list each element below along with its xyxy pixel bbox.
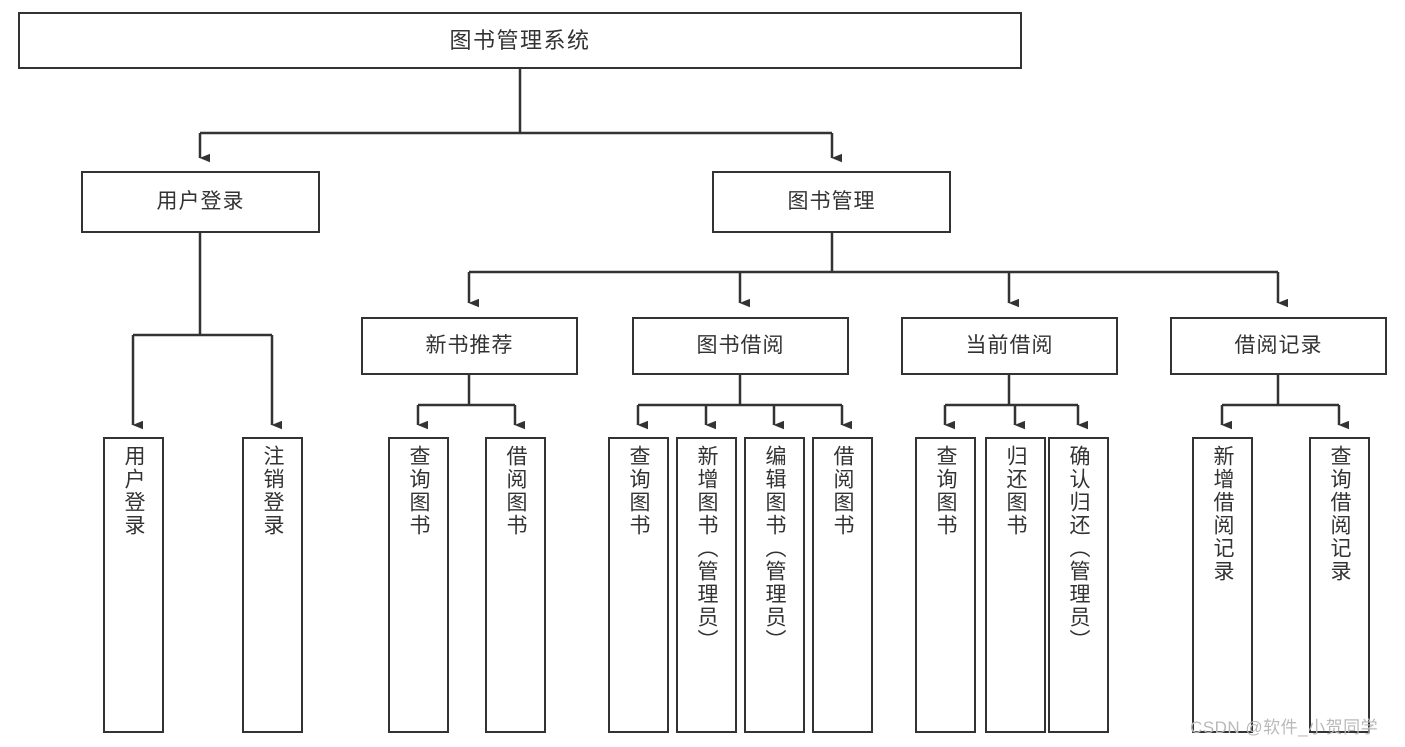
node-leaf-borrow-edit-book-admin[interactable]: 编辑图书（管理员） — [744, 437, 805, 733]
node-label-leaf-record-add: 新增借阅记录 — [1211, 445, 1234, 583]
node-book-borrow[interactable]: 图书借阅 — [632, 317, 849, 375]
node-leaf-borrow-borrow-book[interactable]: 借阅图书 — [812, 437, 873, 733]
node-label-root: 图书管理系统 — [449, 27, 591, 53]
node-label-new-book-recommend: 新书推荐 — [425, 333, 514, 357]
node-leaf-recommend-query-book[interactable]: 查询图书 — [388, 437, 449, 733]
node-label-leaf-user-login: 用户登录 — [122, 445, 145, 537]
node-label-borrow-record: 借阅记录 — [1234, 333, 1323, 357]
node-leaf-current-query-book[interactable]: 查询图书 — [915, 437, 976, 733]
node-label-leaf-borrow-query-book: 查询图书 — [627, 445, 650, 537]
node-root-book-management-system[interactable]: 图书管理系统 — [18, 12, 1022, 69]
node-leaf-user-login[interactable]: 用户登录 — [103, 437, 164, 733]
node-label-leaf-borrow-edit-book-admin: 编辑图书（管理员） — [763, 445, 786, 652]
node-label-user-login: 用户登录 — [156, 189, 245, 213]
node-leaf-recommend-borrow-book[interactable]: 借阅图书 — [485, 437, 546, 733]
node-label-leaf-logout: 注销登录 — [261, 445, 284, 537]
node-label-current-borrow: 当前借阅 — [965, 333, 1054, 357]
node-label-leaf-borrow-add-book-admin: 新增图书（管理员） — [695, 445, 718, 652]
node-leaf-current-confirm-return-admin[interactable]: 确认归还（管理员） — [1048, 437, 1109, 733]
node-leaf-record-query[interactable]: 查询借阅记录 — [1309, 437, 1370, 733]
node-leaf-borrow-query-book[interactable]: 查询图书 — [608, 437, 669, 733]
node-label-leaf-current-query-book: 查询图书 — [934, 445, 957, 537]
node-borrow-record[interactable]: 借阅记录 — [1170, 317, 1387, 375]
node-label-leaf-current-confirm-return-admin: 确认归还（管理员） — [1067, 445, 1090, 652]
node-label-leaf-record-query: 查询借阅记录 — [1328, 445, 1351, 583]
node-leaf-logout[interactable]: 注销登录 — [242, 437, 303, 733]
node-label-leaf-borrow-borrow-book: 借阅图书 — [831, 445, 854, 537]
node-new-book-recommend[interactable]: 新书推荐 — [361, 317, 578, 375]
node-label-leaf-current-return-book: 归还图书 — [1004, 445, 1027, 537]
node-leaf-record-add[interactable]: 新增借阅记录 — [1192, 437, 1253, 733]
node-leaf-current-return-book[interactable]: 归还图书 — [985, 437, 1046, 733]
node-current-borrow[interactable]: 当前借阅 — [901, 317, 1118, 375]
node-label-leaf-recommend-borrow-book: 借阅图书 — [504, 445, 527, 537]
watermark-text: CSDN @软件_小贺同学 — [1190, 718, 1379, 737]
node-label-book-management: 图书管理 — [787, 189, 876, 213]
node-label-book-borrow: 图书借阅 — [696, 333, 785, 357]
node-book-management[interactable]: 图书管理 — [712, 171, 951, 233]
node-user-login[interactable]: 用户登录 — [81, 171, 320, 233]
node-label-leaf-recommend-query-book: 查询图书 — [407, 445, 430, 537]
node-leaf-borrow-add-book-admin[interactable]: 新增图书（管理员） — [676, 437, 737, 733]
